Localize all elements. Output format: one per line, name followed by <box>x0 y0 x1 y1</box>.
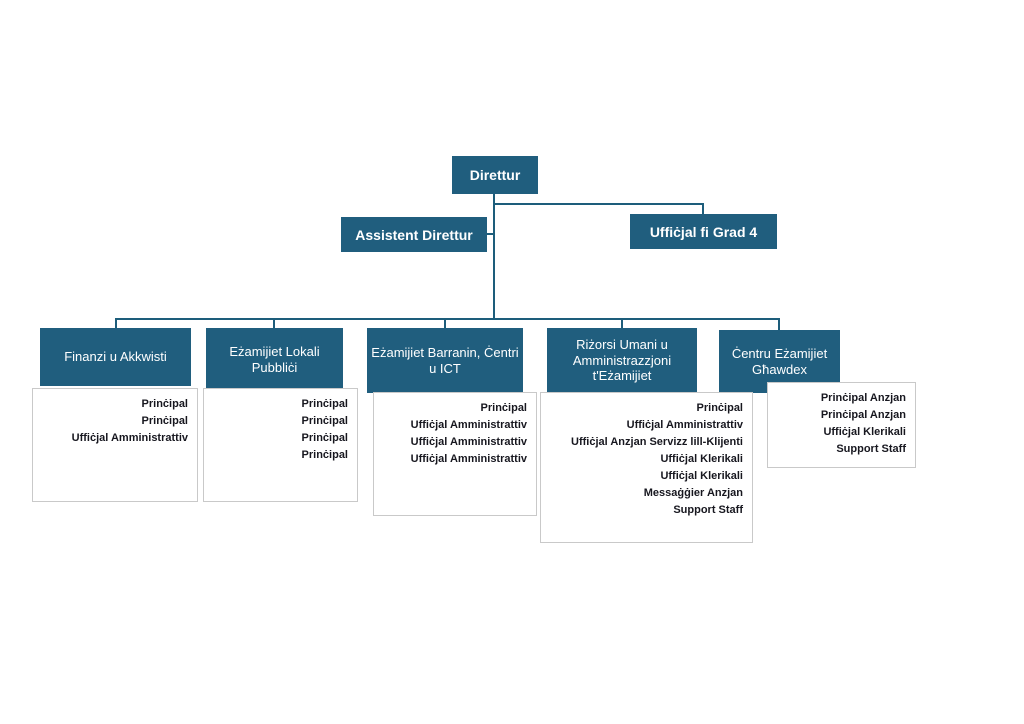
connector-assistent-stub <box>487 233 494 235</box>
connector-dept1-drop <box>115 318 117 329</box>
connector-dept2-drop <box>273 318 275 329</box>
connector-level3-horizontal <box>115 318 780 320</box>
staff-role: Uffiċjal Amministrattiv <box>71 432 188 444</box>
staff-role: Uffiċjal Amministrattiv <box>410 436 527 448</box>
node-ezamijiet-lokali-pubblici-label: Eżamijiet Lokali Pubbliċi <box>229 343 320 375</box>
staff-role: Prinċipal Anzjan <box>820 409 906 421</box>
staff-role: Prinċipal <box>301 449 348 461</box>
node-ufficjal-fi-grad-4: Uffiċjal fi Grad 4 <box>630 214 777 249</box>
connector-grad4-drop <box>702 203 704 215</box>
node-assistent-direttur-label: Assistent Direttur <box>355 226 473 243</box>
staff-role: Prinċipal <box>696 402 743 414</box>
node-rizorsi-umani: Riżorsi Umani u Amministrazzjoni t'Eżami… <box>547 328 697 393</box>
node-assistent-direttur: Assistent Direttur <box>341 217 487 252</box>
staff-role: Prinċipal <box>141 398 188 410</box>
node-ufficjal-fi-grad-4-label: Uffiċjal fi Grad 4 <box>649 223 758 240</box>
staff-role: Uffiċjal Klerikali <box>660 470 743 482</box>
connector-dept3-drop <box>444 318 446 329</box>
connector-dept4-drop <box>621 318 623 329</box>
node-direttur-label: Direttur <box>469 167 521 183</box>
node-ezamijiet-barranin-centri-u-ict: Eżamijiet Barranin, Ċentri u ICT <box>367 328 523 393</box>
node-rizorsi-umani-label: Riżorsi Umani u Amministrazzjoni t'Eżami… <box>572 337 672 384</box>
staff-role: Prinċipal <box>141 415 188 427</box>
connector-dept5-drop <box>778 318 780 331</box>
node-ezamijiet-lokali-pubblici: Eżamijiet Lokali Pubbliċi <box>206 328 343 391</box>
node-centru-ezamijiet-ghawdex-label: Ċentru Eżamijiet Għawdex <box>731 345 828 377</box>
staff-role: Prinċipal <box>301 398 348 410</box>
connector-root-vertical <box>493 194 495 319</box>
staff-role: Prinċipal Anzjan <box>820 392 906 404</box>
node-finanzi-u-akkwisti: Finanzi u Akkwisti <box>40 328 191 386</box>
staff-role: Support Staff <box>836 443 906 455</box>
staff-role: Prinċipal <box>301 432 348 444</box>
staff-role: Messaġġier Anzjan <box>643 487 743 499</box>
staff-role: Uffiċjal Amministrattiv <box>626 419 743 431</box>
node-ezamijiet-barranin-centri-u-ict-label: Eżamijiet Barranin, Ċentri u ICT <box>371 344 519 376</box>
staff-role: Prinċipal <box>301 415 348 427</box>
staff-role: Uffiċjal Klerikali <box>823 426 906 438</box>
staff-role: Uffiċjal Anzjan Servizz lill-Klijenti <box>571 436 743 448</box>
node-direttur: Direttur <box>452 156 538 194</box>
connector-grad4-horizontal <box>493 203 704 205</box>
staff-role: Support Staff <box>673 504 743 516</box>
staff-role: Uffiċjal Amministrattiv <box>410 419 527 431</box>
staff-role: Uffiċjal Amministrattiv <box>410 453 527 465</box>
staff-role: Prinċipal <box>480 402 527 414</box>
staff-role: Uffiċjal Klerikali <box>660 453 743 465</box>
node-finanzi-u-akkwisti-label: Finanzi u Akkwisti <box>64 349 167 365</box>
